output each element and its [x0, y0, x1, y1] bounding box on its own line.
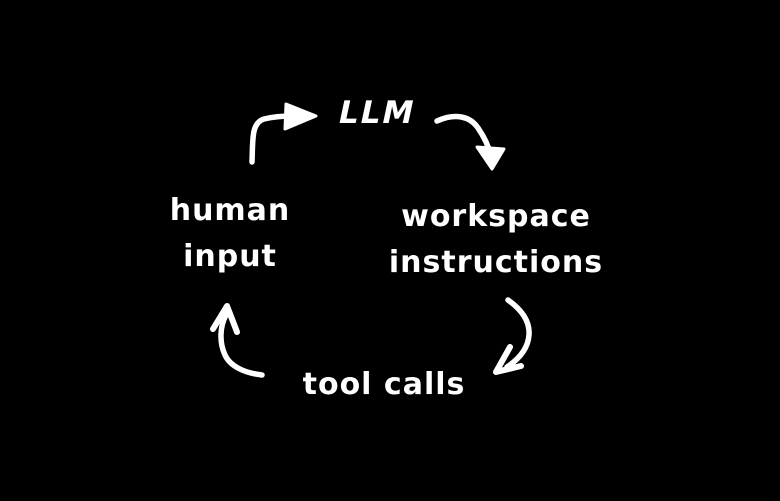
node-tool-calls: tool calls — [302, 367, 466, 402]
arrow-human-input-to-llm — [249, 102, 318, 165]
node-workspace-instructions-line1: workspace — [401, 199, 591, 234]
node-llm: LLM — [334, 95, 420, 131]
node-human-input-line1: human — [169, 193, 291, 228]
node-human-input: human input — [170, 188, 291, 280]
arrow-tool-calls-to-human-input — [210, 303, 265, 378]
node-workspace-instructions: workspace instructions — [389, 194, 603, 286]
node-human-input-line2: input — [183, 239, 277, 274]
node-workspace-instructions-line2: instructions — [388, 245, 604, 280]
arrow-workspace-instructions-to-tool-calls — [493, 297, 532, 375]
arrow-llm-to-workspace-instructions — [434, 113, 506, 171]
